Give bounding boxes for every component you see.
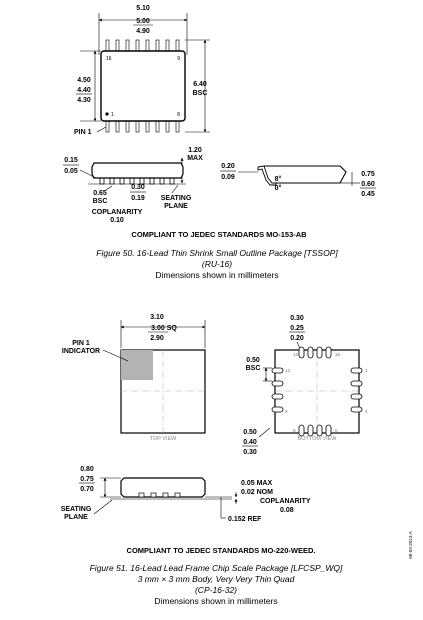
tssop-angle-max: 8° bbox=[275, 175, 282, 183]
lfcsp-pin1-line1: PIN 1 bbox=[72, 340, 90, 347]
lfcsp-pin-8: 8 bbox=[293, 428, 296, 433]
tssop-pin-8-label: 8 bbox=[177, 112, 180, 118]
lfcsp-side-body bbox=[120, 477, 206, 498]
tssop-caption-code: (RU-16) bbox=[202, 259, 232, 269]
tssop-coplanarity-val: 0.10 bbox=[110, 217, 124, 224]
lfcsp-height-min: 0.70 bbox=[80, 486, 94, 493]
lfcsp-bottom-view-label: BOTTOM VIEW bbox=[297, 436, 337, 442]
lfcsp-standard-note: COMPLIANT TO JEDEC STANDARDS MO-220-WEED… bbox=[127, 546, 316, 555]
tssop-body bbox=[100, 50, 186, 122]
lfcsp-pad-width-min: 0.20 bbox=[290, 335, 304, 342]
tssop-pin-9-label: 9 bbox=[177, 56, 180, 62]
lfcsp-standoff-nom: 0.02 NOM bbox=[241, 489, 273, 496]
lfcsp-pad-width-nom: 0.25 bbox=[290, 325, 304, 332]
tssop-caption-title: Figure 50. 16-Lead Thin Shrink Small Out… bbox=[96, 248, 338, 258]
lfcsp-size-max: 3.10 bbox=[150, 314, 164, 321]
tssop-max-height-word: MAX bbox=[187, 155, 203, 162]
tssop-angle-min: 0° bbox=[275, 184, 282, 192]
lfcsp-seating-plane-1: SEATING bbox=[61, 506, 92, 513]
lfcsp-pad-length-min: 0.30 bbox=[243, 449, 257, 456]
tssop-side-view: 1.20 MAX 0.15 0.05 0.65 BSC 0.30 0.19 bbox=[63, 147, 203, 224]
lfcsp-pin1-indicator-area bbox=[121, 350, 153, 380]
lfcsp-pitch-basis: BSC bbox=[246, 365, 261, 372]
lfcsp-bottom-pads bbox=[298, 424, 332, 437]
tssop-seating-plane-2: PLANE bbox=[164, 203, 188, 210]
tssop-foot-min: 0.45 bbox=[361, 191, 375, 198]
lfcsp-caption-units: Dimensions shown in millimeters bbox=[154, 596, 277, 606]
tssop-lead-thickness-max: 0.20 bbox=[221, 163, 235, 170]
tssop-height-nom: 4.40 bbox=[77, 87, 91, 94]
lfcsp-pad-width-max: 0.30 bbox=[290, 315, 304, 322]
tssop-coplanarity: COPLANARITY bbox=[92, 209, 143, 216]
lfcsp-ref: 0.152 REF bbox=[228, 516, 262, 523]
lfcsp-pad-length-nom: 0.40 bbox=[243, 439, 257, 446]
lfcsp-pin-1: 1 bbox=[365, 368, 368, 373]
tssop-lead-width-max: 0.30 bbox=[131, 184, 145, 191]
tssop-standoff-min: 0.05 bbox=[64, 168, 78, 175]
date-code: 08-03-2013-A bbox=[408, 531, 413, 559]
tssop-width-nom: 5.00 bbox=[136, 18, 150, 25]
lfcsp-caption-code: (CP-16-32) bbox=[195, 585, 237, 595]
lfcsp-coplanarity: COPLANARITY bbox=[260, 498, 311, 505]
lfcsp-pin-9: 9 bbox=[285, 409, 288, 414]
tssop-top-view: 5.10 5.00 4.90 16 9 bbox=[74, 5, 210, 136]
lfcsp-seating-plane-2: PLANE bbox=[64, 514, 88, 521]
tssop-height-min: 4.30 bbox=[77, 97, 91, 104]
tssop-pin-16-label: 16 bbox=[106, 56, 112, 62]
tssop-standoff-max: 0.15 bbox=[64, 157, 78, 164]
lfcsp-pin1-line2: INDICATOR bbox=[62, 348, 100, 355]
lfcsp-pin-16: 16 bbox=[335, 352, 341, 357]
lfcsp-right-pads bbox=[350, 367, 363, 413]
lfcsp-top-view: 3.10 3.00 SQ 2.90 TOP VIEW PIN 1 INDICAT… bbox=[62, 314, 206, 442]
tssop-lead-span: 6.40 bbox=[193, 81, 207, 88]
lfcsp-pin-5: 5 bbox=[335, 428, 338, 433]
lfcsp-height-nom: 0.75 bbox=[80, 476, 94, 483]
lfcsp-top-pads bbox=[298, 346, 332, 359]
tssop-height-max: 4.50 bbox=[77, 77, 91, 84]
tssop-seating-plane-1: SEATING bbox=[161, 195, 192, 202]
lfcsp-coplanarity-val: 0.08 bbox=[280, 507, 294, 514]
tssop-pin1-callout: PIN 1 bbox=[74, 129, 92, 136]
lfcsp-pin-13: 13 bbox=[293, 352, 299, 357]
tssop-lead-thickness-min: 0.09 bbox=[221, 174, 235, 181]
lfcsp-side-view: 0.80 0.75 0.70 0.05 MAX 0.02 NOM COPLANA… bbox=[61, 466, 311, 523]
tssop-max-height: 1.20 bbox=[188, 147, 202, 154]
tssop-width-min: 4.90 bbox=[136, 28, 150, 35]
lfcsp-pitch: 0.50 bbox=[246, 357, 260, 364]
tssop-foot-max: 0.75 bbox=[361, 171, 375, 178]
lfcsp-caption-body: 3 mm × 3 mm Body, Very Very Thin Quad bbox=[138, 574, 295, 584]
tssop-pitch-basis: BSC bbox=[93, 198, 108, 205]
tssop-lead-detail: 0.20 0.09 8° 0° 0.75 0.60 0.45 bbox=[220, 163, 376, 198]
lfcsp-standoff-max: 0.05 MAX bbox=[241, 480, 272, 487]
lfcsp-bottom-view: 0.30 0.25 0.20 bbox=[242, 315, 368, 456]
lfcsp-size-min: 2.90 bbox=[150, 335, 164, 342]
tssop-foot-nom: 0.60 bbox=[361, 181, 375, 188]
tssop-width-max: 5.10 bbox=[136, 5, 150, 12]
tssop-pin1-dot bbox=[105, 112, 109, 116]
tssop-pitch: 0.65 bbox=[93, 190, 107, 197]
tssop-lead-width-min: 0.19 bbox=[131, 195, 145, 202]
tssop-standard-note: COMPLIANT TO JEDEC STANDARDS MO-153-AB bbox=[131, 230, 307, 239]
lfcsp-pad-length-max: 0.50 bbox=[243, 429, 257, 436]
lfcsp-height-max: 0.80 bbox=[80, 466, 94, 473]
lfcsp-caption-title: Figure 51. 16-Lead Lead Frame Chip Scale… bbox=[90, 563, 343, 573]
lfcsp-pin-4: 4 bbox=[365, 409, 368, 414]
lfcsp-top-view-label: TOP VIEW bbox=[150, 436, 178, 442]
tssop-lead-span-basis: BSC bbox=[193, 90, 208, 97]
lfcsp-size-nom: 3.00 SQ bbox=[151, 325, 177, 332]
lfcsp-pin-12: 12 bbox=[285, 368, 291, 373]
lfcsp-left-pads bbox=[271, 367, 284, 413]
tssop-side-body bbox=[91, 162, 184, 179]
tssop-caption-units: Dimensions shown in millimeters bbox=[155, 270, 278, 280]
tssop-pin-1-label: 1 bbox=[111, 112, 114, 118]
